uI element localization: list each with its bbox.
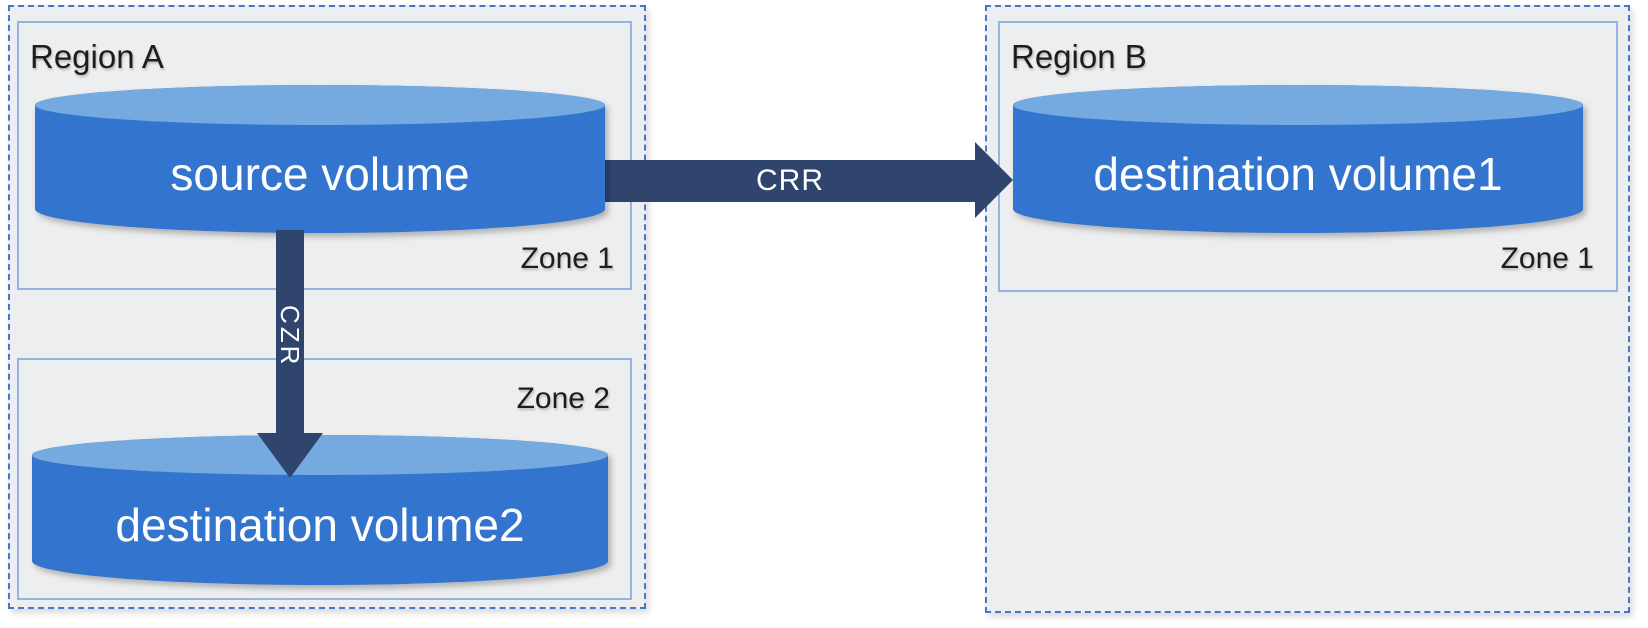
crr-arrow — [598, 160, 975, 202]
zone-a2-box: Zone 2 destination volume2 — [17, 358, 632, 600]
region-b-box: Region B destination volume1 Zone 1 — [985, 5, 1630, 613]
region-a-label: Region A — [30, 38, 164, 75]
destination-volume1-label: destination volume1 — [1093, 148, 1503, 200]
crr-arrowhead-icon — [975, 142, 1013, 218]
czr-arrowhead-icon — [257, 433, 323, 478]
cylinder-top — [1013, 85, 1583, 125]
zone-b1-box: Region B destination volume1 Zone 1 — [998, 21, 1618, 292]
region-b-label: Region B — [1011, 38, 1147, 75]
zone-a1-label: Zone 1 — [520, 242, 614, 275]
source-volume-label: source volume — [170, 148, 470, 200]
source-volume-cylinder-icon: source volume — [35, 85, 605, 233]
crr-arrow-label: CRR — [756, 164, 824, 197]
destination-volume1-cylinder-icon: destination volume1 — [1013, 85, 1583, 233]
czr-arrow-label: CZR — [275, 305, 305, 368]
zone-a2-label: Zone 2 — [516, 382, 610, 415]
zone-a1-box: Region A source volume Zone 1 — [17, 21, 632, 290]
region-a-box: Region A source volume Zone 1 Zone 2 des… — [8, 5, 646, 609]
zone-b1-label: Zone 1 — [1500, 242, 1594, 275]
czr-arrow — [276, 230, 304, 433]
destination-volume2-label: destination volume2 — [115, 499, 525, 551]
cylinder-top — [35, 85, 605, 125]
